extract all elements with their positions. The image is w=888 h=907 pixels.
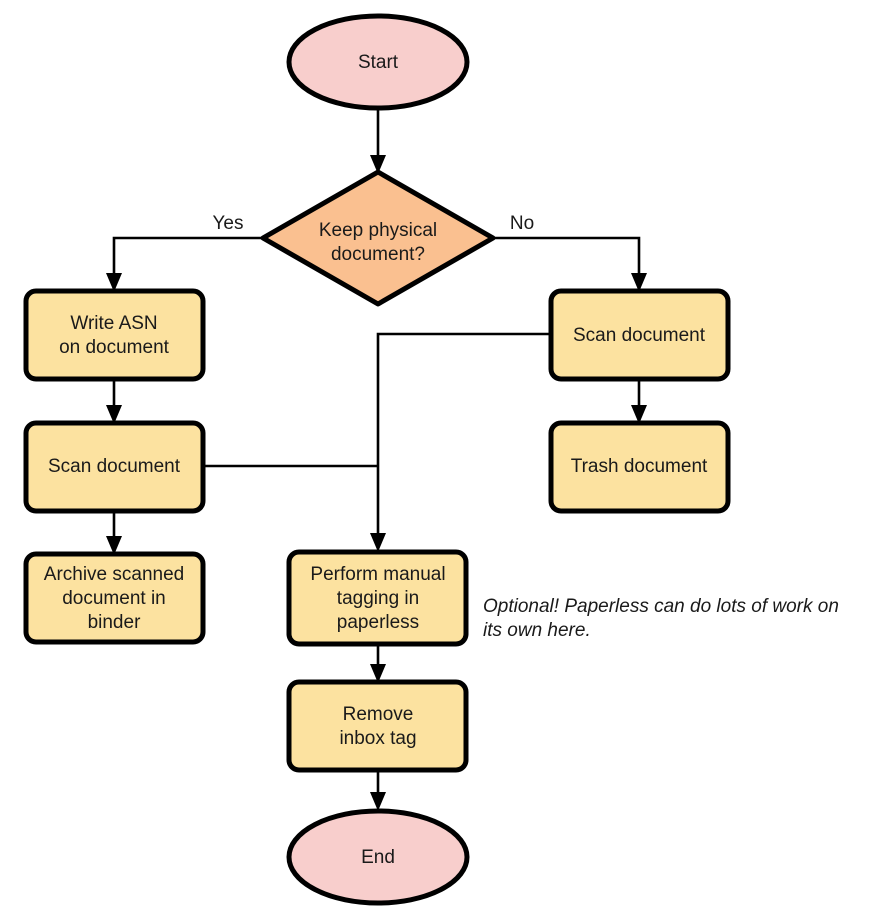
scan-document-right-label: Scan document bbox=[573, 325, 706, 346]
archive-binder-label-line-2: document in bbox=[62, 588, 166, 609]
edges-layer bbox=[106, 108, 647, 811]
end-label: End bbox=[361, 847, 395, 868]
manual-tagging-label-line-1: Perform manual bbox=[310, 564, 445, 585]
decision-label-line-2: document? bbox=[331, 244, 425, 265]
scan-document-left-label: Scan document bbox=[48, 456, 181, 477]
decision-diamond[interactable] bbox=[260, 169, 496, 307]
decision-label-line-1: Keep physical bbox=[319, 220, 437, 241]
edge-removetag-to-end bbox=[370, 770, 386, 811]
edge-decision-yes bbox=[106, 236, 263, 292]
node-scan-document-right[interactable]: Scan document bbox=[548, 288, 731, 382]
edge-labels-layer: Yes No bbox=[213, 213, 535, 234]
write-asn-box[interactable] bbox=[23, 288, 206, 382]
trash-document-label: Trash document bbox=[571, 456, 708, 477]
edge-scanright-to-trash bbox=[631, 379, 647, 424]
annotations-layer: Optional! Paperless can do lots of work … bbox=[483, 596, 839, 641]
archive-binder-label-line-3: binder bbox=[88, 612, 141, 633]
node-write-asn[interactable]: Write ASN on document bbox=[23, 288, 206, 382]
edge-label-yes: Yes bbox=[213, 213, 244, 234]
edge-scanright-to-tagging bbox=[370, 332, 551, 552]
remove-inbox-tag-box[interactable] bbox=[286, 679, 469, 773]
manual-tagging-label-line-3: paperless bbox=[337, 612, 419, 633]
edge-start-to-decision bbox=[370, 108, 386, 174]
nodes-layer: Start Keep physical document? Write ASN … bbox=[23, 13, 731, 906]
node-manual-tagging[interactable]: Perform manual tagging in paperless bbox=[286, 549, 469, 647]
edge-scanleft-to-archive bbox=[106, 511, 122, 555]
start-ellipse[interactable] bbox=[286, 13, 470, 111]
optional-note-line-2: its own here. bbox=[483, 620, 591, 641]
remove-inbox-tag-label-line-2: inbox tag bbox=[339, 728, 416, 749]
start-label: Start bbox=[358, 52, 399, 73]
edge-decision-no bbox=[493, 236, 647, 292]
remove-inbox-tag-label-line-1: Remove bbox=[343, 704, 414, 725]
optional-note-line-1: Optional! Paperless can do lots of work … bbox=[483, 596, 839, 617]
node-remove-inbox-tag[interactable]: Remove inbox tag bbox=[286, 679, 469, 773]
end-ellipse[interactable] bbox=[286, 808, 470, 906]
edge-label-no: No bbox=[510, 213, 534, 234]
trash-document-box[interactable] bbox=[548, 420, 731, 514]
manual-tagging-label-line-2: tagging in bbox=[337, 588, 419, 609]
manual-tagging-box[interactable] bbox=[286, 549, 469, 647]
archive-binder-label-line-1: Archive scanned bbox=[44, 564, 184, 585]
scan-document-right-box[interactable] bbox=[548, 288, 731, 382]
node-start[interactable]: Start bbox=[286, 13, 470, 111]
edge-writeasn-to-scanleft bbox=[106, 379, 122, 424]
scan-document-left-box[interactable] bbox=[23, 420, 206, 514]
node-end[interactable]: End bbox=[286, 808, 470, 906]
write-asn-label-line-1: Write ASN bbox=[70, 313, 157, 334]
node-scan-document-left[interactable]: Scan document bbox=[23, 420, 206, 514]
archive-binder-box[interactable] bbox=[23, 551, 206, 645]
node-archive-binder[interactable]: Archive scanned document in binder bbox=[23, 551, 206, 645]
node-trash-document[interactable]: Trash document bbox=[548, 420, 731, 514]
node-decision-keep-physical-document[interactable]: Keep physical document? bbox=[260, 169, 496, 307]
write-asn-label-line-2: on document bbox=[59, 337, 170, 358]
edge-tagging-to-removetag bbox=[370, 644, 386, 683]
